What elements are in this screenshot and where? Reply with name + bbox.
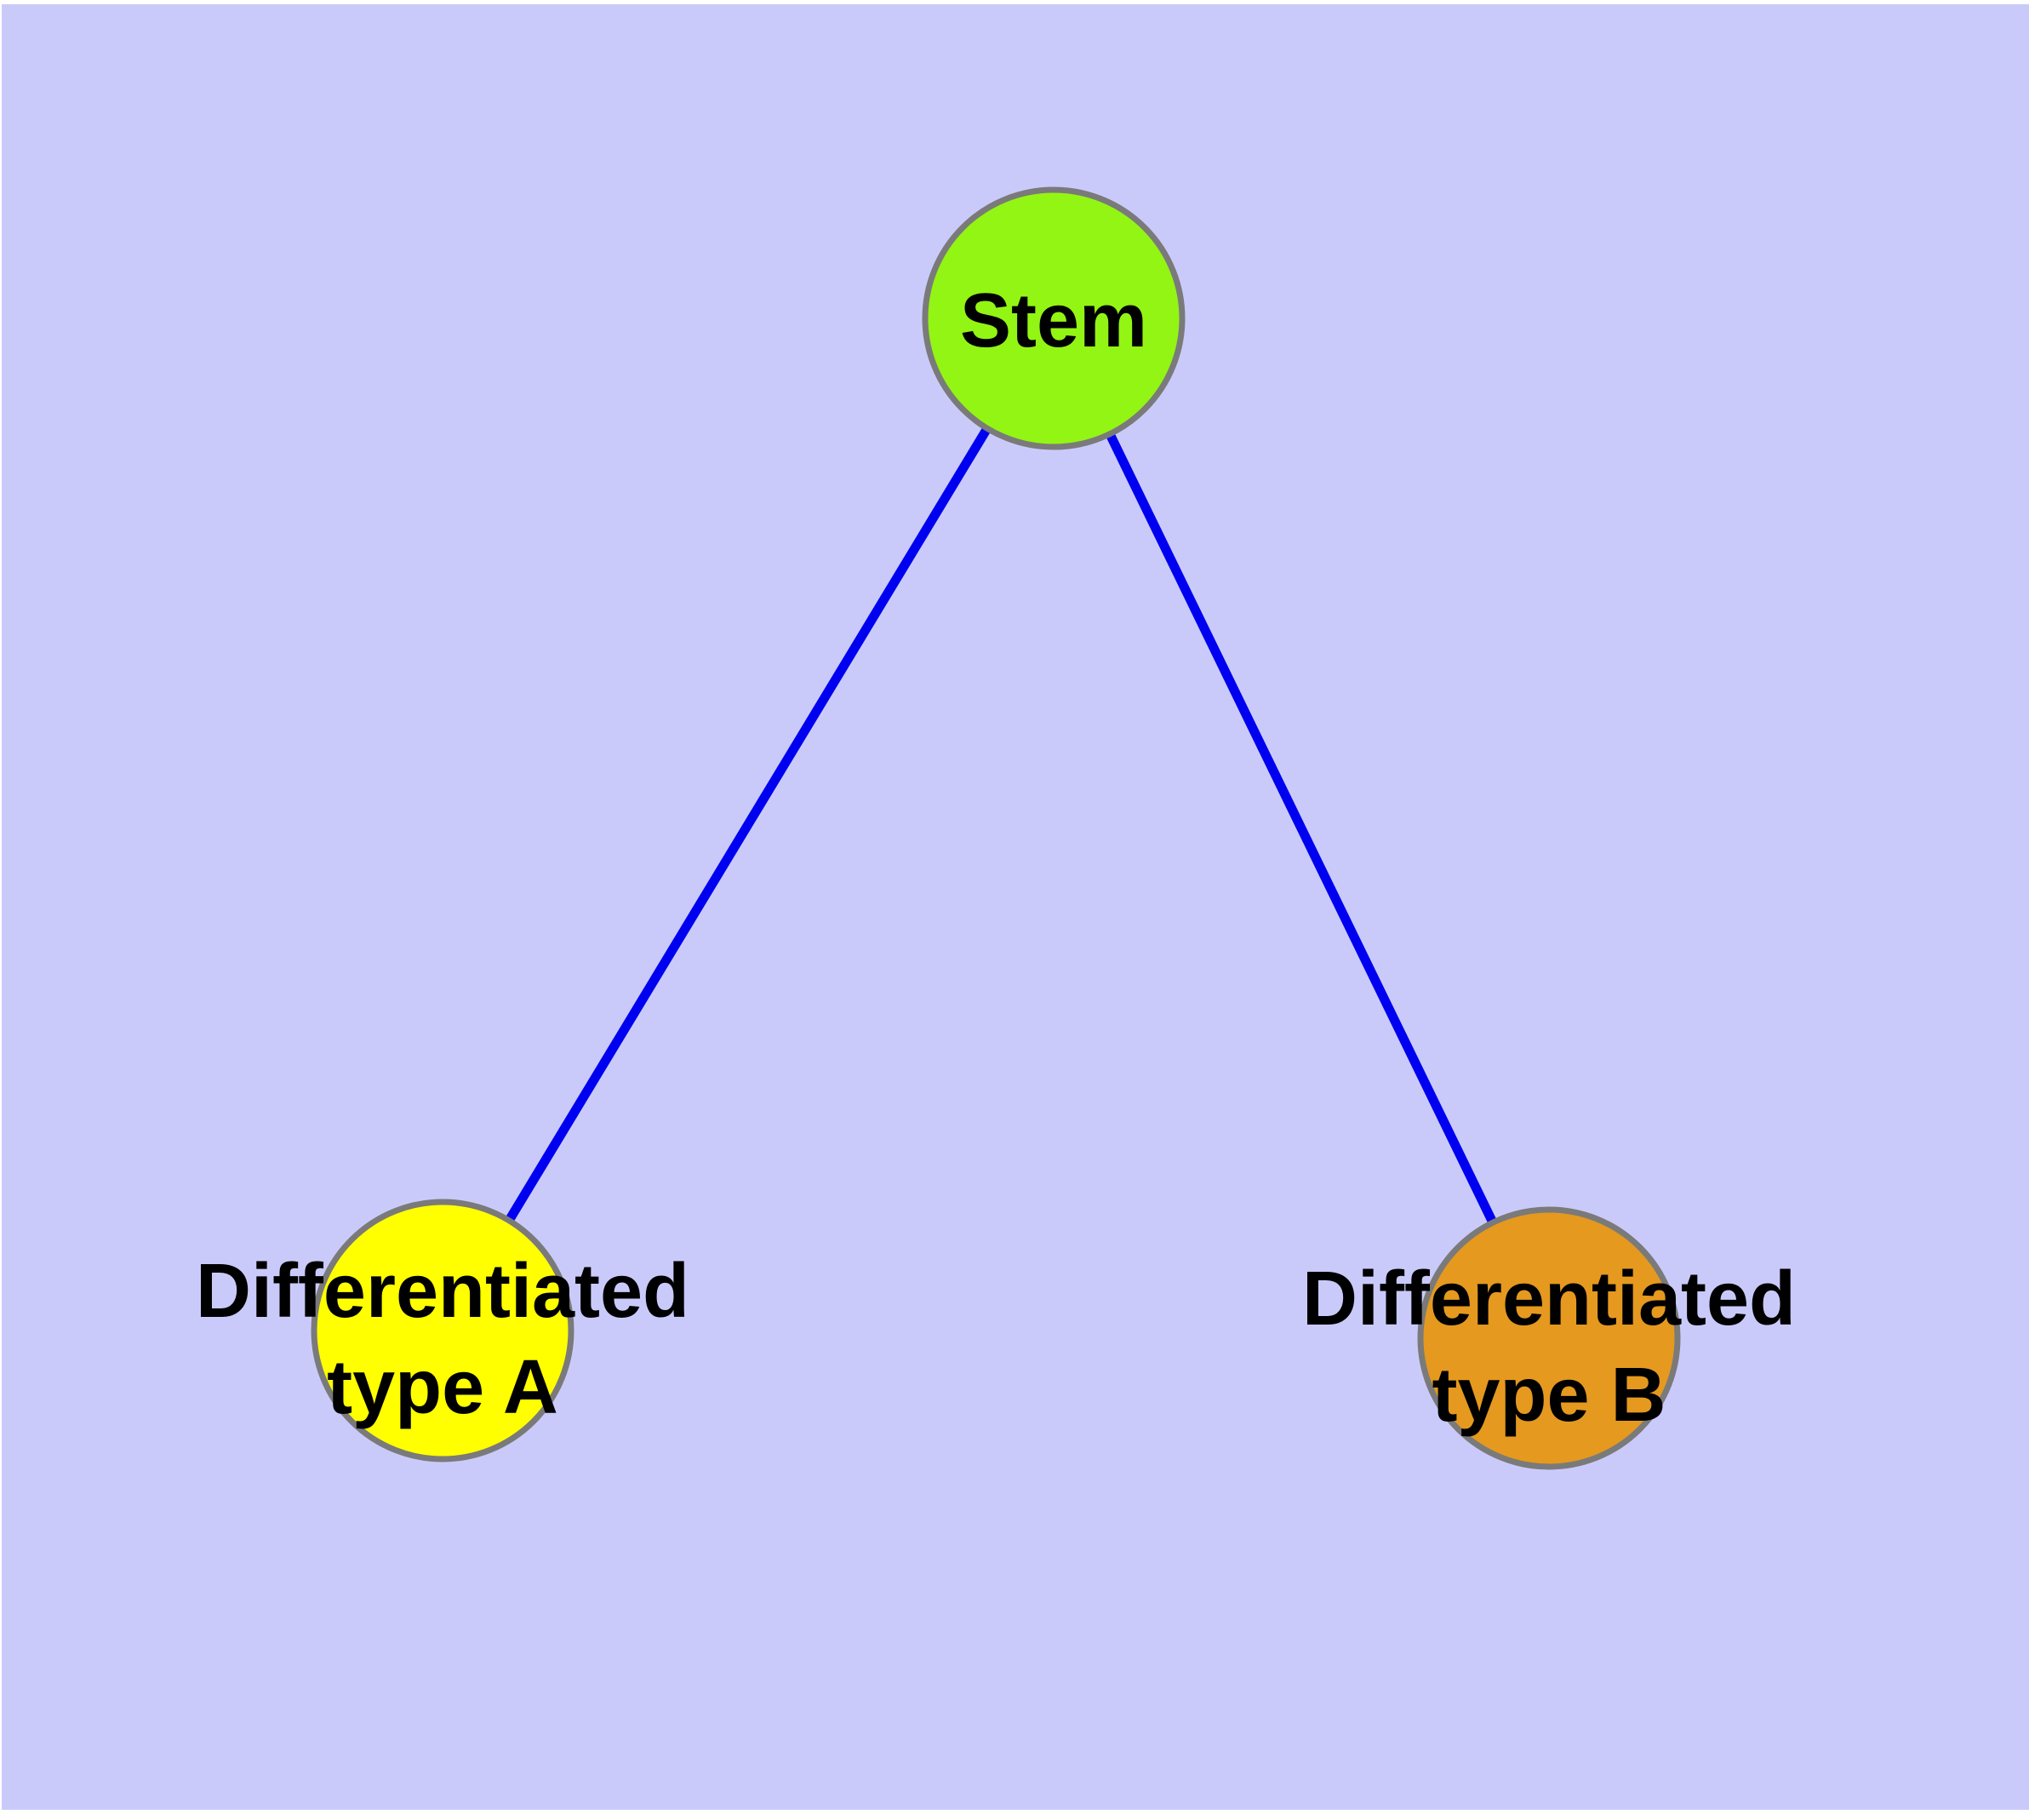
edge-stem-to-type-b: [1049, 316, 1553, 1341]
node-stem-label: Stem: [960, 278, 1147, 363]
node-type-a-circle: [311, 1199, 574, 1462]
node-type-a-label-line1: Differentiated: [196, 1249, 689, 1334]
node-type-b-label-line1: Differentiated: [1302, 1256, 1796, 1342]
node-type-a-label-line2: type A: [327, 1345, 558, 1430]
edge-stem-to-type-a: [438, 316, 1058, 1333]
node-type-b-label-line2: type B: [1432, 1353, 1666, 1438]
node-type-b-circle: [1417, 1206, 1681, 1470]
node-stem-circle: [922, 186, 1186, 450]
